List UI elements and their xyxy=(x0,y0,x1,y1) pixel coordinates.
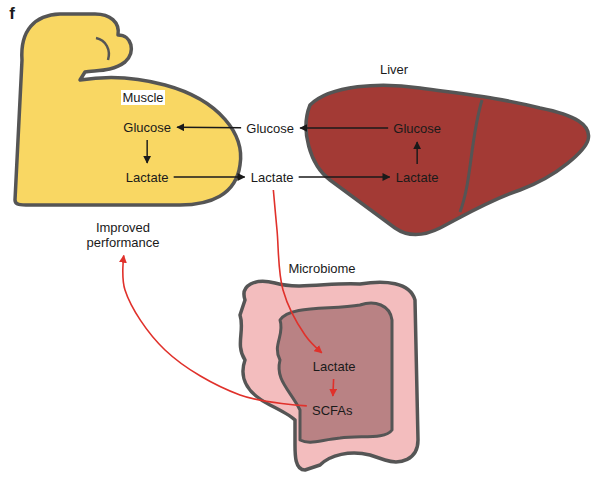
metabolite: Glucose xyxy=(243,117,297,139)
cori-cycle-arrow xyxy=(416,142,417,164)
cori-cycle-arrow xyxy=(177,127,241,129)
microbiome-arrow xyxy=(273,190,321,353)
organ-name: Muscle xyxy=(121,90,164,105)
node-text: Lactate xyxy=(313,359,356,374)
organ-microbiome: MicrobiomeLactateSCFAs xyxy=(220,255,425,473)
node-text: Improved performance xyxy=(71,220,176,250)
panel-letter: f xyxy=(9,5,15,23)
organ-muscle: MuscleGlucoseLactate xyxy=(5,8,243,213)
muscle-outline xyxy=(96,38,109,60)
cori-cycle-arrow xyxy=(299,176,390,177)
metabolite: Lactate xyxy=(310,355,359,377)
colon-outline xyxy=(277,303,392,442)
cori-cycle-arrow xyxy=(146,140,147,163)
colon-outline xyxy=(240,281,418,470)
metabolite: Glucose xyxy=(120,116,174,138)
node-text: SCFAs xyxy=(312,403,352,418)
organ-name: Liver xyxy=(379,62,409,77)
organ-liver: LiverGlucoseLactate xyxy=(300,55,595,240)
metabolite: SCFAs xyxy=(309,399,356,421)
microbiome-arrow xyxy=(332,379,334,396)
node-text: Glucose xyxy=(123,120,171,135)
metabolite: Lactate xyxy=(393,166,442,188)
organ-name: Microbiome xyxy=(287,261,356,276)
microbiome-arrow xyxy=(123,255,307,405)
cori-cycle-arrow xyxy=(300,127,388,128)
node-text: Lactate xyxy=(396,170,439,185)
metabolite: Glucose xyxy=(390,117,444,139)
liver-outline xyxy=(306,85,588,234)
metabolite: Lactate xyxy=(123,166,172,188)
node-text: Glucose xyxy=(246,121,294,136)
node-text: Lactate xyxy=(251,170,294,185)
liver-outline xyxy=(460,100,482,212)
node-text: Glucose xyxy=(393,121,441,136)
metabolite: Lactate xyxy=(248,166,297,188)
node-text: Lactate xyxy=(126,170,169,185)
cori-cycle-arrow xyxy=(174,176,245,177)
outcome-label: Improved performance xyxy=(68,218,179,253)
panel-letter-box: f xyxy=(9,5,15,23)
